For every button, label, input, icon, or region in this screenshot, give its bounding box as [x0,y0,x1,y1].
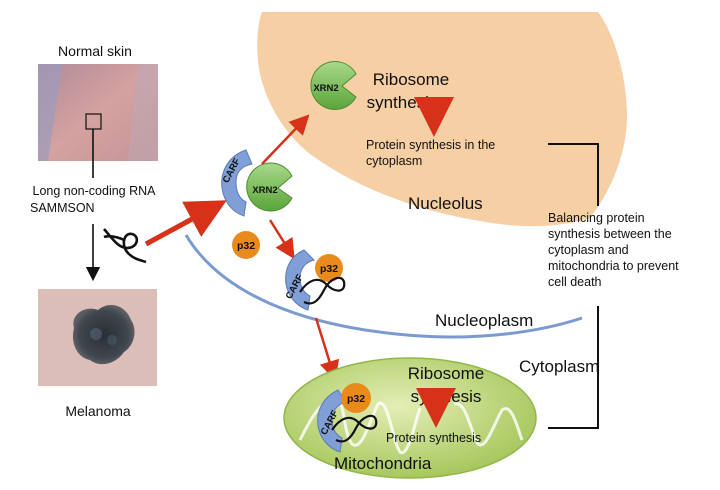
xrn2-complex-label: XRN2 [252,185,277,196]
nucleolus-label: Nucleolus [408,194,483,213]
lncrna-label-line2: SAMMSON [30,201,95,215]
mitochondria-label: Mitochondria [334,454,432,473]
p32-complex-label: p32 [320,263,338,275]
balance-line4: mitochondria to prevent [548,259,679,273]
xrn2-nucleolus-icon [310,61,357,110]
melanoma-photo [38,289,157,386]
p32-mito-label: p32 [347,393,365,405]
carf-p32-complex-icon [285,249,346,311]
cytoplasm-label: Cytoplasm [519,357,599,376]
nuclear-envelope-curve [184,234,583,339]
nucleoplasm-label: Nucleoplasm [435,311,533,330]
balance-line2: synthesis between the [548,227,672,241]
protein-cytoplasm-line1: Protein synthesis in the [366,138,495,152]
mito-protein-label: Protein synthesis [386,431,481,445]
rna-to-carf-arrow [144,200,227,247]
xrn2-nucleolus-label: XRN2 [313,83,338,94]
nucleolus-ribosome-line1: Ribosome [373,70,450,89]
protein-cytoplasm-line2: cytoplasm [366,154,422,168]
complex-to-mito-arrow [314,317,340,381]
p32-free-label: p32 [237,240,255,252]
nucleolus-ribosome-line2: synthesis [367,93,438,112]
carf-mito-icon [317,383,378,453]
balance-line3: cytoplasm and [548,243,629,257]
normal-skin-photo [38,64,158,161]
balance-bracket [548,143,599,429]
normal-skin-label: Normal skin [58,43,132,59]
complex-to-nucleolus-arrow [261,114,310,165]
melanoma-label: Melanoma [65,403,131,419]
p32-free-icon [232,231,260,259]
balance-line5: cell death [548,275,602,289]
carf-icon [221,149,253,217]
xrn2-complex-icon [246,162,293,212]
lncrna-label-line1: Long non-coding RNA [33,184,157,198]
mito-ribosome-line2: synthesis [411,387,482,406]
lncrna-knot-icon [103,228,147,264]
balance-line1: Balancing protein [548,211,645,225]
complex-to-p32-arrow [268,219,295,260]
mito-ribosome-line1: Ribosome [408,364,485,383]
